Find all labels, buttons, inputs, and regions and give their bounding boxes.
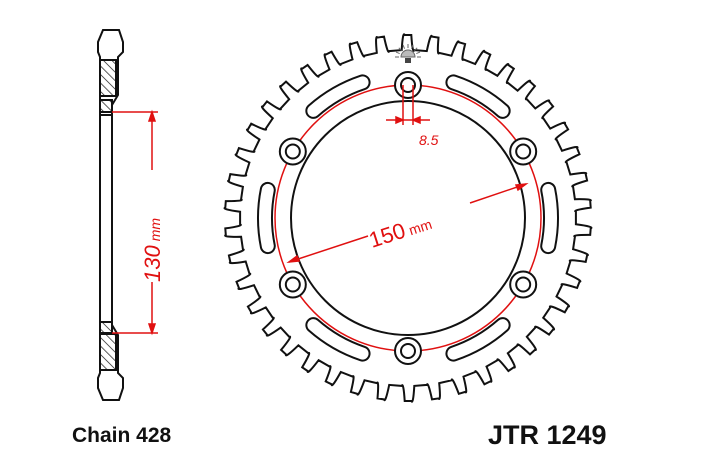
slot [305,74,371,119]
sun-ray [416,51,421,55]
sun-ray [395,51,400,55]
sun-ray [402,44,406,49]
lightening-slots [257,74,559,362]
bolt-hole [515,143,532,160]
pcd-circle [274,84,542,352]
slot [305,317,371,362]
center-bore [290,100,526,336]
bolt-holes [278,71,538,365]
side-profile [97,29,124,401]
sun-ray [410,44,414,49]
sun-ray [398,47,402,51]
bolt-hole [400,343,416,359]
bolt-hole-dimension [386,85,430,125]
part-number: JTR 1249 [488,420,607,450]
sun-ray [414,47,418,51]
hub-dimension-label: 130mm [140,218,165,282]
chain-label: Chain 428 [72,424,172,447]
bolt-hole [515,276,532,293]
sun-logo-icon [395,44,421,63]
bolt-hole [284,276,301,293]
pcd-dimension-label: 150mm [366,209,435,253]
bolt-hole [284,143,301,160]
sprocket-teeth-outline [223,33,593,403]
slot [540,181,559,255]
bolt-hole [400,77,416,93]
slot [257,181,276,255]
slot [445,317,511,362]
slot [445,74,511,119]
pcd-dimension [286,182,529,264]
hub-dimension [112,109,158,336]
bolt-hole-label: 8.5 [419,132,439,148]
